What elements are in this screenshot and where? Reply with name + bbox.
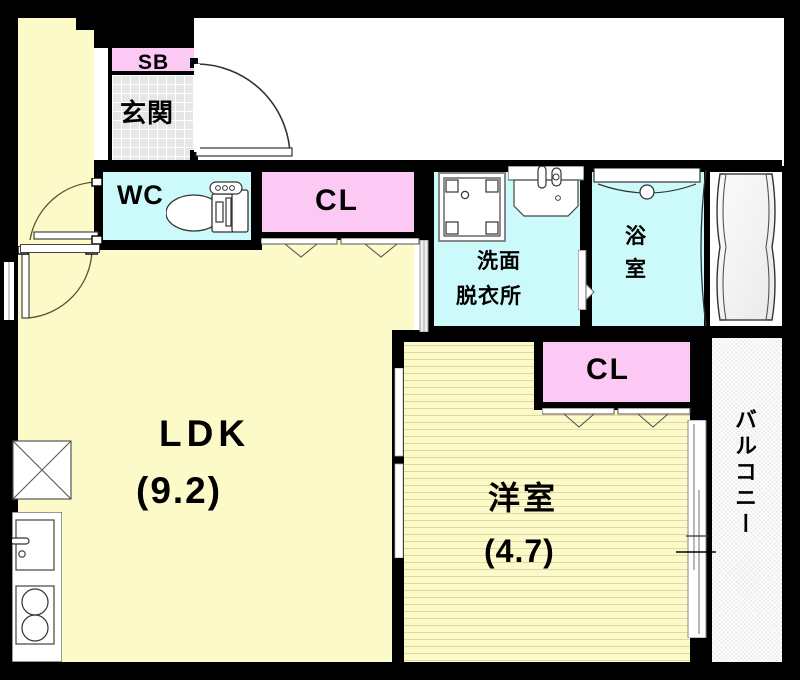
entry-landing-exterior [194, 18, 784, 166]
washroom-label-line1: 洗面 [477, 250, 521, 273]
shower-head-icon [592, 168, 704, 208]
wall-room-right-lower [690, 636, 702, 662]
wall-wc-left [94, 166, 103, 250]
wall-genkan-left [108, 48, 112, 160]
ldk-floor-fill-hall [94, 236, 414, 346]
upper-cabinet-icon [12, 440, 72, 500]
bathtub-icon [714, 172, 778, 322]
kitchen-counter-icon [12, 512, 62, 662]
genkan-tile-fill [112, 75, 194, 160]
wc-door[interactable] [22, 178, 102, 246]
ldk-entry-door[interactable] [18, 246, 98, 324]
washroom-label-line2: 脱衣所 [456, 285, 522, 308]
wall-wc-bottom [94, 240, 262, 250]
outer-wall-left [0, 0, 18, 680]
wc-label: WC [117, 180, 164, 210]
wall-washroom-left [424, 160, 434, 340]
wall-cl-room-left [534, 338, 543, 410]
wall-cl-hall-bottom [261, 232, 421, 240]
wall-bath-right-inner [704, 166, 710, 326]
room-label: 洋室 [488, 480, 559, 516]
genkan-label: 玄関 [120, 98, 175, 128]
cl-room-fill [542, 342, 690, 404]
ldk-floor-fill-top [18, 18, 94, 148]
ldk-area-label: (9.2) [136, 470, 223, 511]
toilet-icon [166, 180, 250, 238]
ldk-left-window [2, 262, 16, 320]
outer-wall-right [782, 0, 800, 680]
balcony-sliding-door[interactable] [686, 420, 708, 638]
wall-balcony-left [702, 330, 712, 662]
cl-hall-door-indicators[interactable] [261, 238, 421, 258]
entrance-door[interactable] [190, 58, 300, 160]
wall-room-right-upper [690, 330, 702, 422]
cl-hall-label: CL [315, 184, 359, 217]
bath-partition-curve [692, 170, 712, 326]
washroom-door[interactable] [418, 240, 430, 332]
outer-wall-bottom [0, 662, 800, 680]
cl-hall-fill [261, 172, 421, 234]
cl-room-door-indicators[interactable] [542, 408, 692, 428]
ldk-label: LDK [159, 413, 251, 454]
wall-balcony-top [702, 330, 782, 338]
vanity-sink-icon [508, 166, 584, 228]
balcony-door-handle-mark [676, 550, 716, 554]
bath-label-line2: 室 [625, 258, 647, 281]
wall-ldk-top-step [76, 0, 112, 30]
wall-wc-right [251, 166, 262, 250]
sb-closet-fill [112, 48, 194, 75]
balcony-fill [712, 336, 782, 662]
room-left-window [394, 368, 404, 558]
balcony-label: バルコニー [732, 408, 757, 538]
wall-sb-bottom [112, 71, 194, 75]
sb-label: SB [138, 51, 170, 74]
room-area-label: (4.7) [484, 533, 555, 569]
wall-cl-hall-right [414, 160, 424, 240]
bath-label-line1: 浴 [625, 225, 647, 248]
bath-door[interactable] [578, 250, 596, 310]
cl-room-label: CL [586, 353, 630, 386]
ldk-entry-door-jamb [20, 244, 100, 253]
washing-machine-pan-icon [438, 172, 506, 242]
wall-cl-room-bottom [542, 402, 692, 410]
wall-room-top [392, 330, 702, 342]
